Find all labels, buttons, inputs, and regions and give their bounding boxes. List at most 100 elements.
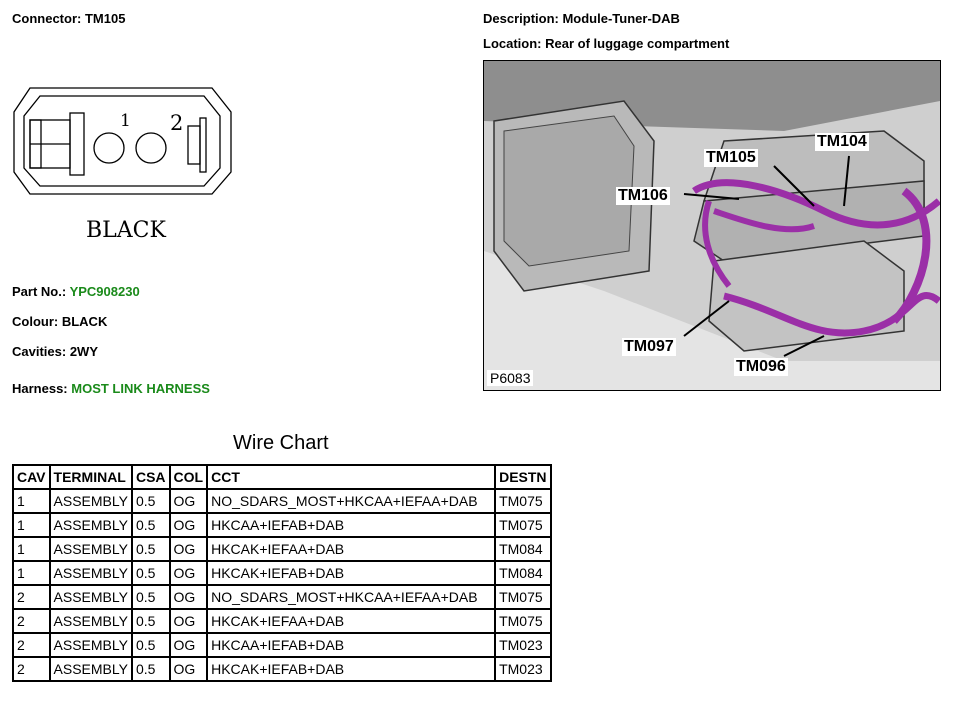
colour-caption: BLACK [86,218,166,243]
pin-2-label: 2 [170,111,183,135]
cell-csa: 0.5 [132,490,169,512]
cell-cct: HKCAA+IEFAB+DAB [208,634,495,656]
colour-value: BLACK [61,314,108,329]
harness-field: Harness: MOST LINK HARNESS [12,381,210,396]
callout-tm106: TM106 [616,187,670,205]
callout-tm104: TM104 [815,133,869,151]
cell-cct: HKCAK+IEFAA+DAB [208,538,495,560]
connector-face-diagram: 1 2 [13,87,232,195]
header-col: COL [170,466,207,488]
cell-destn: TM075 [496,490,550,512]
cavities-label: Cavities: [12,344,67,359]
cell-col: OG [170,658,207,680]
cell-cct: HKCAK+IEFAB+DAB [208,658,495,680]
cell-csa: 0.5 [132,538,169,560]
location-field: Location: Rear of luggage compartment [483,36,729,51]
cell-col: OG [170,586,207,608]
cell-cct: NO_SDARS_MOST+HKCAA+IEFAA+DAB [208,586,495,608]
cell-col: OG [170,562,207,584]
cell-terminal: ASSEMBLY [50,562,131,584]
part-number-link[interactable]: YPC908230 [69,284,140,299]
cell-csa: 0.5 [132,658,169,680]
part-number-label: Part No.: [12,284,67,299]
colour-label: Colour: [12,314,59,329]
pin-1-label: 1 [120,111,131,131]
description-field: Description: Module-Tuner-DAB [483,11,680,26]
cell-col: OG [170,538,207,560]
cell-col: OG [170,514,207,536]
connector-label: Connector: [12,11,82,26]
callout-tm096: TM096 [734,358,788,376]
cell-cct: HKCAA+IEFAB+DAB [208,514,495,536]
cell-terminal: ASSEMBLY [50,490,131,512]
cell-terminal: ASSEMBLY [50,586,131,608]
callout-tm097: TM097 [622,338,676,356]
cell-destn: TM023 [496,658,550,680]
description-label: Description: [483,11,559,26]
header-cav: CAV [14,466,49,488]
cell-cav: 2 [14,634,49,656]
cell-destn: TM075 [496,514,550,536]
cell-cav: 2 [14,586,49,608]
cell-col: OG [170,490,207,512]
callout-tm105: TM105 [704,149,758,167]
cell-cct: NO_SDARS_MOST+HKCAA+IEFAA+DAB [208,490,495,512]
cell-cct: HKCAK+IEFAA+DAB [208,610,495,632]
header-cct: CCT [208,466,495,488]
cell-cav: 1 [14,490,49,512]
cell-terminal: ASSEMBLY [50,610,131,632]
cavities-field: Cavities: 2WY [12,344,98,359]
header-destn: DESTN [496,466,550,488]
cell-terminal: ASSEMBLY [50,538,131,560]
description-value: Module-Tuner-DAB [562,11,680,26]
location-label: Location: [483,36,542,51]
harness-link[interactable]: MOST LINK HARNESS [71,381,210,396]
harness-label: Harness: [12,381,68,396]
cell-destn: TM075 [496,610,550,632]
colour-field: Colour: BLACK [12,314,107,329]
location-value: Rear of luggage compartment [545,36,730,51]
connector-value: TM105 [84,11,126,26]
cell-col: OG [170,610,207,632]
cell-cct: HKCAK+IEFAB+DAB [208,562,495,584]
location-photo-illustration [484,61,940,390]
connector-field: Connector: TM105 [12,11,125,26]
cell-destn: TM084 [496,538,550,560]
cell-destn: TM084 [496,562,550,584]
cell-csa: 0.5 [132,562,169,584]
cell-cav: 1 [14,514,49,536]
cell-csa: 0.5 [132,610,169,632]
cell-destn: TM023 [496,634,550,656]
cell-csa: 0.5 [132,634,169,656]
cell-col: OG [170,634,207,656]
cell-csa: 0.5 [132,514,169,536]
cell-cav: 1 [14,538,49,560]
cell-csa: 0.5 [132,586,169,608]
photo-reference: P6083 [487,370,534,386]
wire-chart-header-row: CAV TERMINAL CSA COL CCT DESTN [14,466,550,488]
cell-destn: TM075 [496,586,550,608]
location-photo: TM104 TM105 TM106 TM097 TM096 P6083 [483,60,941,391]
header-terminal: TERMINAL [50,466,131,488]
part-number-field: Part No.: YPC908230 [12,284,140,299]
cell-cav: 1 [14,562,49,584]
cavity-1 [93,132,125,164]
cavity-2 [135,132,167,164]
wire-chart-title: Wire Chart [233,432,329,454]
header-csa: CSA [132,466,169,488]
cell-cav: 2 [14,610,49,632]
cell-cav: 2 [14,658,49,680]
cell-terminal: ASSEMBLY [50,634,131,656]
cell-terminal: ASSEMBLY [50,658,131,680]
cell-terminal: ASSEMBLY [50,514,131,536]
cavities-value: 2WY [69,344,98,359]
